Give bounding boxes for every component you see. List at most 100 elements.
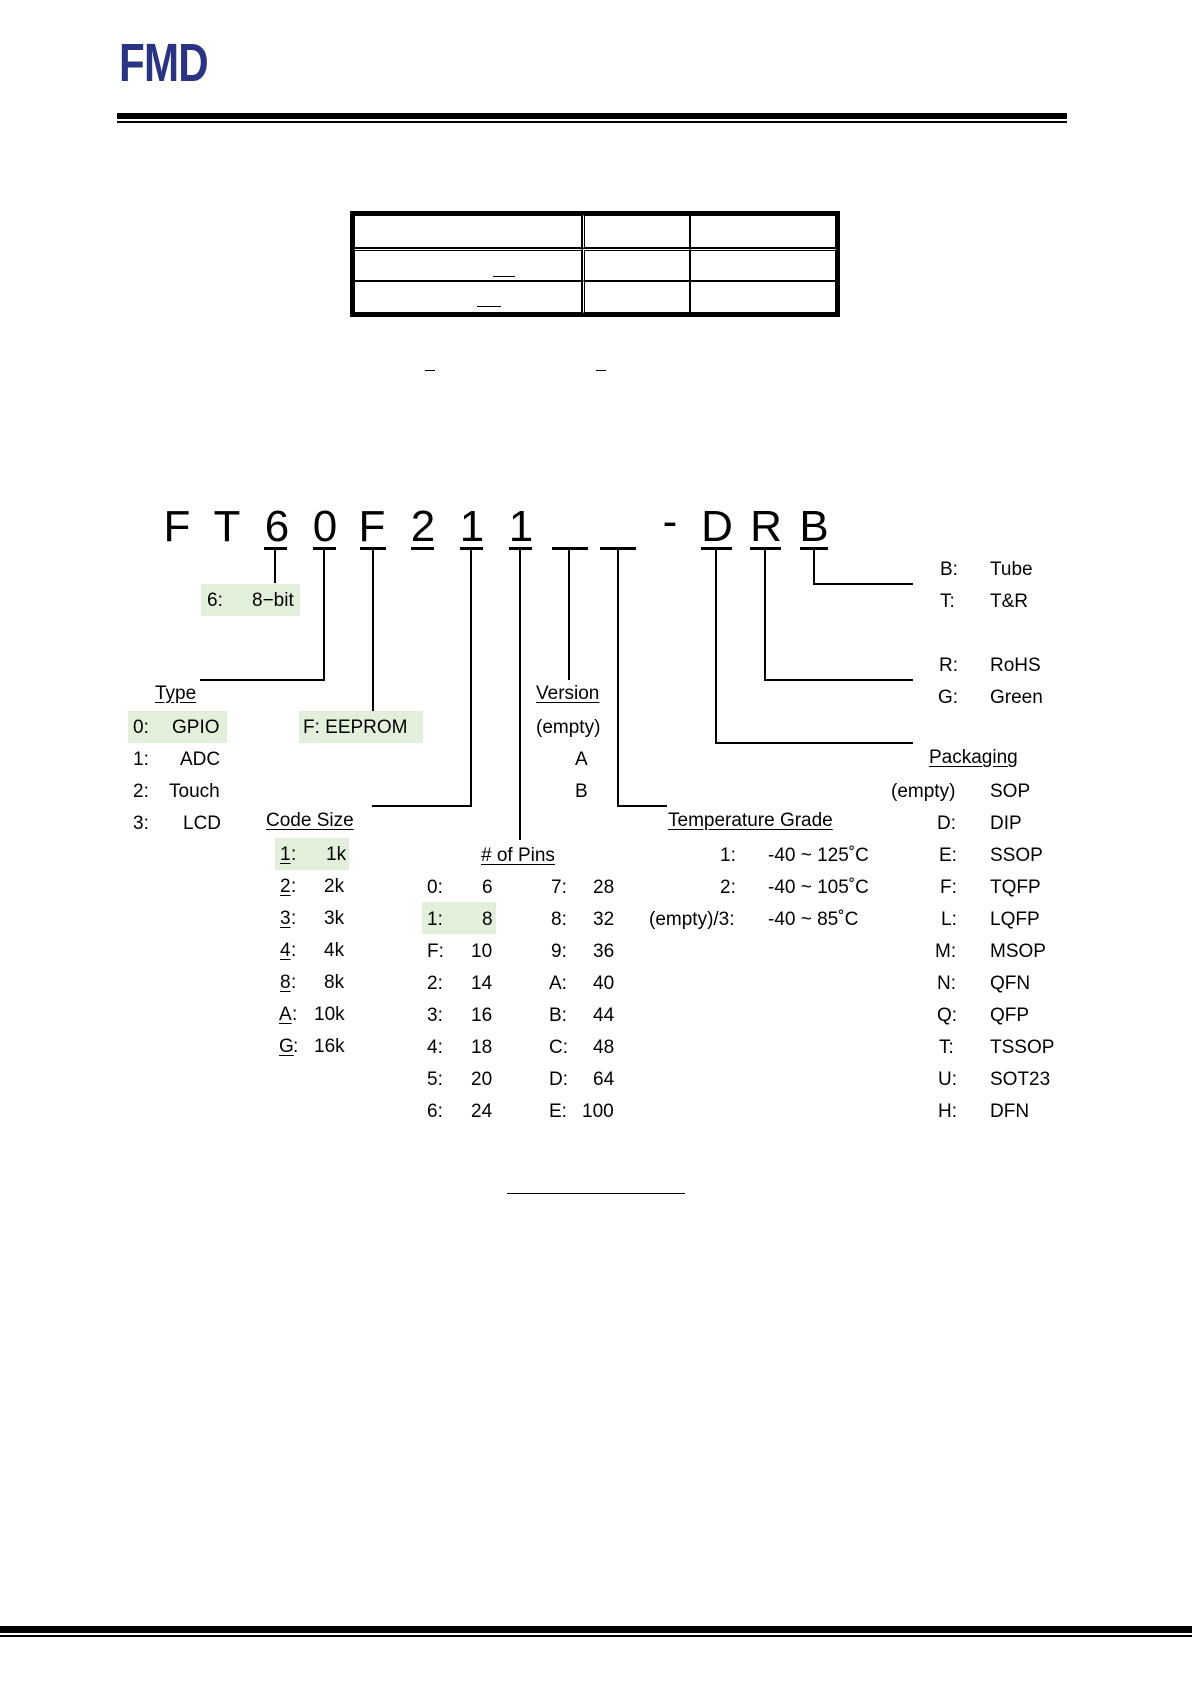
pn-underline [411,547,434,550]
pn-char: T [213,502,241,551]
pn-underline [360,547,386,550]
type-title: Type [155,683,197,704]
pins-value: 16 [471,1005,493,1026]
connector-codesize-h [372,805,472,807]
codesize-value: 2k [324,876,345,897]
codesize-value: 4k [324,940,345,961]
pn-char: 0 [312,502,338,551]
type-code: 0: [133,717,149,738]
table-cell [354,215,582,248]
version-item: (empty) [536,717,601,738]
material-code: R: [939,655,958,676]
shipping-value: Tube [990,559,1033,580]
connector-material [764,550,766,680]
pins-value: 10 [471,941,493,962]
pins-value: 100 [582,1101,614,1122]
pn-char: B [799,502,829,551]
codesize-code: 1 [280,844,291,865]
pkg-code: (empty) [891,781,956,802]
pins-highlight [422,902,496,934]
temperature-title: Temperature Grade [668,810,833,831]
memory-highlight [299,711,423,743]
pins-value: 18 [471,1037,493,1058]
table-cell [690,281,836,313]
codesize-code: 3 [280,908,291,929]
pkg-code: Q: [937,1005,958,1026]
bits-code: 6: [207,590,223,611]
pkg-code: H: [938,1101,957,1122]
codesize-value: 10k [314,1004,345,1025]
type-code: 2: [133,781,149,802]
version-item: A [575,749,588,770]
bits-value: 8−bit [252,590,294,611]
connector-packaging-h [715,742,913,744]
pkg-value: QFN [990,973,1031,994]
pins-code: F: [427,941,444,962]
pn-dash: - [662,497,678,546]
type-code: 1: [133,749,149,770]
temp-value: -40 ~ 105˚C [768,877,869,898]
pins-value: 24 [471,1101,493,1122]
pkg-value: DIP [990,813,1022,834]
header-rule-thin [117,121,1067,123]
material-code: G: [938,687,959,708]
pn-char: F [358,502,386,551]
table-cell [582,215,690,248]
pins-value: 48 [593,1037,615,1058]
colon: : [291,908,297,929]
connector-bits [274,550,276,583]
pn-underline [313,547,336,550]
pn-underline [264,547,287,550]
connector-codesize [470,550,472,806]
pkg-code: D: [937,813,956,834]
pn-underline [460,547,483,550]
pn-underline [750,547,781,550]
pins-value: 20 [471,1069,493,1090]
pkg-value: TQFP [990,877,1041,898]
pn-char: 1 [459,502,485,551]
shipping-code: T: [940,591,955,612]
table-cell [690,215,836,248]
colon: : [291,876,297,897]
connector-shipping-h [813,583,913,585]
codesize-code: G [279,1036,294,1057]
codesize-value: 3k [324,908,345,929]
type-value: LCD [183,813,222,834]
pn-char: 6 [264,502,290,551]
pkg-value: QFP [990,1005,1030,1026]
pkg-value: SSOP [990,845,1043,866]
pkg-value: TSSOP [990,1037,1055,1058]
pins-value: 40 [593,973,615,994]
pkg-value: SOT23 [990,1069,1051,1090]
temp-value: -40 ~ 85˚C [768,909,859,930]
temp-code: (empty)/3: [649,909,735,930]
table-cell [582,281,690,313]
connector-type-h [200,679,325,681]
pins-value: 36 [593,941,615,962]
connector-memory [372,550,374,712]
pins-code: B: [549,1005,567,1026]
pn-char: D [701,502,733,551]
pkg-code: N: [937,973,956,994]
footer-rule-thick [0,1626,1192,1633]
codesize-value: 8k [324,972,345,993]
colon: : [291,940,297,961]
ordering-table [350,211,840,317]
connector-packaging [715,550,717,744]
temp-code: 2: [720,877,736,898]
shipping-code: B: [940,559,958,580]
pkg-value: SOP [990,781,1031,802]
pins-code: 4: [427,1037,443,1058]
pins-code: 9: [551,941,567,962]
pn-char: F [163,502,191,551]
pins-code: E: [549,1101,567,1122]
pins-code: 7: [551,877,567,898]
type-value: GPIO [172,717,220,738]
pn-char: 2 [410,502,436,551]
pins-value: 28 [593,877,615,898]
pins-code: 8: [551,909,567,930]
pins-value: 64 [593,1069,615,1090]
codesize-highlight [275,838,349,870]
company-logo: FMD [119,33,209,93]
codesize-code: 8 [280,972,291,993]
